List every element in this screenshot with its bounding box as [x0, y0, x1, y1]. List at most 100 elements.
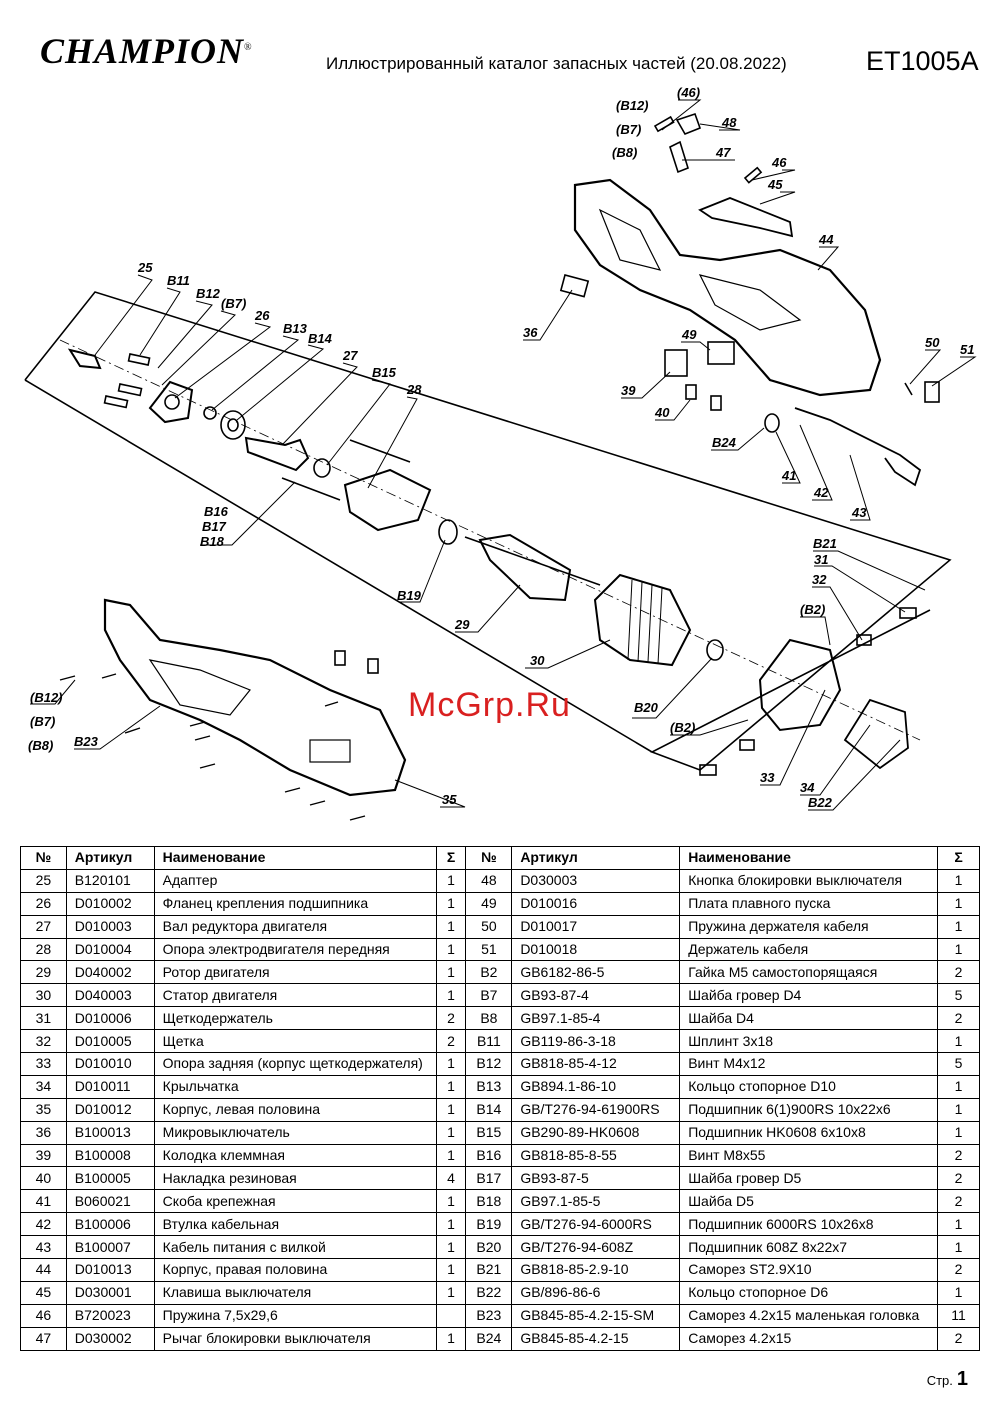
- cell-name: Пружина держателя кабеля: [679, 914, 939, 939]
- cell-number: B20: [465, 1235, 513, 1260]
- cell-article: GB/T276-94-61900RS: [511, 1097, 681, 1122]
- cell-article: GB/896-86-6: [511, 1280, 681, 1305]
- page-label: Стр.: [926, 1373, 953, 1388]
- label-31: 31: [814, 552, 828, 567]
- label-b2-lower: (B2): [670, 720, 695, 735]
- cell-article: GB818-85-2.9-10: [511, 1258, 681, 1282]
- cell-article: GB97.1-85-5: [511, 1189, 681, 1214]
- cell-article: GB/T276-94-608Z: [511, 1235, 681, 1260]
- cell-name: Кабель питания с вилкой: [153, 1235, 437, 1260]
- cell-name: Саморез 4.2x15: [679, 1326, 939, 1351]
- cell-quantity: 1: [937, 891, 980, 916]
- col-header-number: №: [465, 846, 513, 870]
- cell-name: Корпус, правая половина: [153, 1258, 437, 1282]
- label-45: 45: [767, 177, 783, 192]
- cell-quantity: 1: [435, 1280, 467, 1305]
- cell-name: Крыльчатка: [153, 1074, 437, 1099]
- cell-article: GB/T276-94-6000RS: [511, 1212, 681, 1237]
- cell-article: B100013: [65, 1120, 155, 1145]
- label-47: 47: [715, 145, 731, 160]
- cell-name: Шайба гровер D4: [679, 983, 939, 1008]
- cell-article: D030001: [65, 1280, 155, 1305]
- label-b19: B19: [397, 588, 422, 603]
- label-26: 26: [254, 308, 270, 323]
- label-46b: 46: [771, 155, 787, 170]
- cell-name: Опора задняя (корпус щеткодержателя): [153, 1052, 437, 1076]
- label-27: 27: [342, 348, 358, 363]
- part-rear-support: [758, 638, 842, 732]
- cell-number: 29: [20, 960, 67, 985]
- cell-number: 41: [20, 1189, 67, 1214]
- cell-number: B11: [465, 1029, 513, 1054]
- page-header: CHAMPION® Иллюстрированный каталог запас…: [0, 0, 1000, 90]
- part-flange: [148, 380, 194, 424]
- label-b11: B11: [167, 273, 190, 288]
- cell-name: Клавиша выключателя: [153, 1280, 437, 1305]
- cell-number: 27: [20, 914, 67, 939]
- label-51: 51: [960, 342, 974, 357]
- label-b2-upper: (B2): [800, 602, 825, 617]
- table-header-row: № Артикул Наименование Σ № Артикул Наиме…: [20, 846, 980, 870]
- cell-number: B18: [465, 1189, 513, 1214]
- label-43: 43: [851, 505, 867, 520]
- cell-quantity: 5: [937, 983, 980, 1008]
- cell-quantity: 2: [937, 1143, 980, 1168]
- label-49: 49: [681, 327, 697, 342]
- cell-name: Статор двигателя: [153, 983, 437, 1008]
- cell-number: 46: [20, 1303, 67, 1328]
- cell-name: Опора электродвигателя передняя: [153, 937, 437, 962]
- col-header-article: Артикул: [511, 846, 681, 870]
- cell-quantity: 1: [435, 1143, 467, 1168]
- cell-name: Гайка М5 самостопорящаяся: [679, 960, 939, 985]
- cell-article: GB894.1-86-10: [511, 1074, 681, 1099]
- cell-quantity: 2: [937, 1006, 980, 1031]
- cell-article: D010010: [65, 1052, 155, 1076]
- col-header-name: Наименование: [153, 846, 437, 870]
- cell-number: B17: [465, 1166, 513, 1191]
- cell-number: 26: [20, 891, 67, 916]
- cell-article: B720023: [65, 1303, 155, 1328]
- label-28: 28: [406, 382, 422, 397]
- label-b16: B16: [204, 504, 229, 519]
- cell-quantity: 1: [937, 1097, 980, 1122]
- cell-quantity: 1: [937, 1120, 980, 1145]
- cell-quantity: 1: [435, 1235, 467, 1260]
- cell-quantity: 4: [435, 1166, 467, 1191]
- cell-article: GB6182-86-5: [511, 960, 681, 985]
- cell-quantity: 1: [435, 1097, 467, 1122]
- cell-article: B100007: [65, 1235, 155, 1260]
- cell-article: D010017: [511, 914, 681, 939]
- label-46a: (46): [677, 85, 700, 100]
- cell-number: 45: [20, 1280, 67, 1305]
- cell-number: 31: [20, 1006, 67, 1031]
- part-housing-left: [103, 598, 407, 797]
- cell-name: Подшипник 608Z 8x22x7: [679, 1235, 939, 1260]
- cell-quantity: 1: [435, 983, 467, 1008]
- label-b12: B12: [196, 286, 221, 301]
- cell-number: 42: [20, 1212, 67, 1237]
- label-34: 34: [800, 780, 815, 795]
- cell-name: Рычаг блокировки выключателя: [153, 1326, 437, 1351]
- cell-name: Подшипник 6(1)900RS 10x22x6: [679, 1097, 939, 1122]
- label-44: 44: [818, 232, 834, 247]
- cell-number: 36: [20, 1120, 67, 1145]
- part-housing-right: [573, 178, 882, 397]
- cell-quantity: 1: [937, 1212, 980, 1237]
- cell-article: D010012: [65, 1097, 155, 1122]
- cell-name: Микровыключатель: [153, 1120, 437, 1145]
- cell-quantity: 1: [937, 1235, 980, 1260]
- cell-article: D010004: [65, 937, 155, 962]
- cell-name: Корпус, левая половина: [153, 1097, 437, 1122]
- parts-table: № Артикул Наименование Σ № Артикул Наиме…: [20, 846, 980, 1351]
- label-left-b7: (B7): [30, 714, 55, 729]
- cell-article: GB97.1-85-4: [511, 1006, 681, 1031]
- cell-article: D010005: [65, 1029, 155, 1054]
- cell-quantity: 1: [435, 1074, 467, 1099]
- cell-article: D030003: [511, 868, 681, 893]
